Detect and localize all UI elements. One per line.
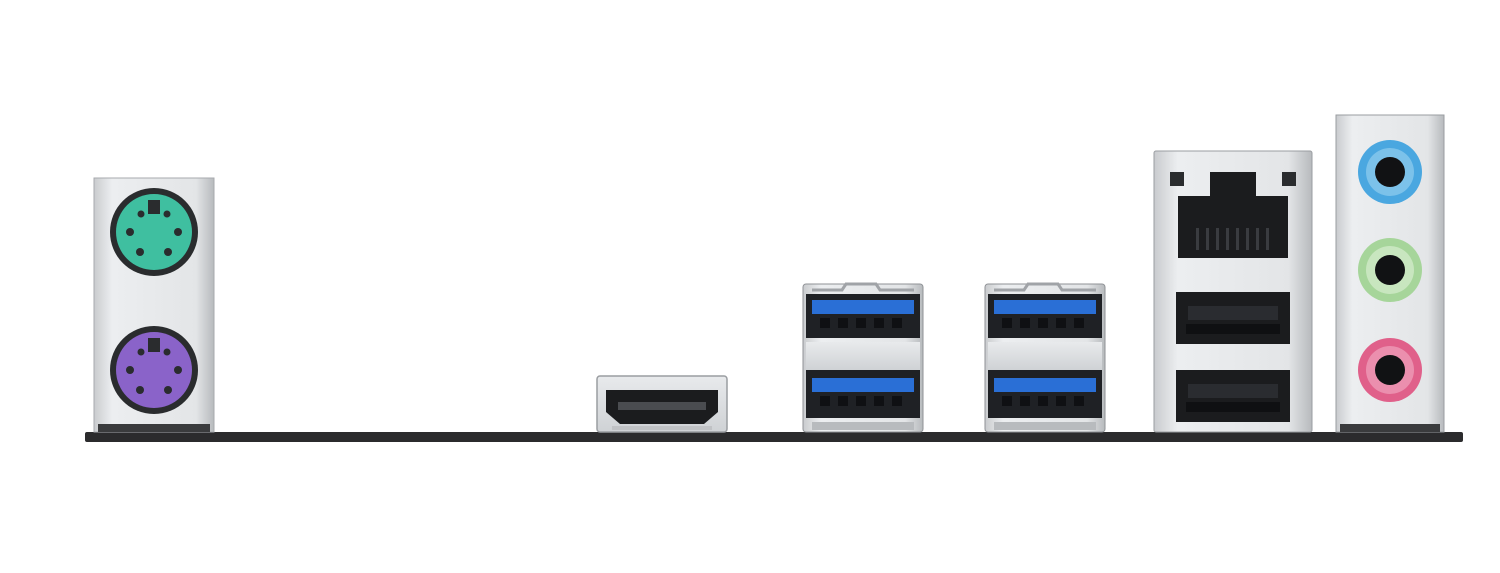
- usb2-port-top: [1176, 292, 1290, 344]
- audio-jack-green: [1358, 238, 1422, 302]
- audio-jack-blue: [1358, 140, 1422, 204]
- usb3-stack-2: [984, 282, 1106, 433]
- rj45-port: [1170, 172, 1296, 258]
- ps2-port-purple: [110, 326, 198, 414]
- audio-jack-pink: [1358, 338, 1422, 402]
- ps2-port-green: [110, 188, 198, 276]
- lan-usb2-stack: [1153, 150, 1313, 433]
- usb3-stack-1: [802, 282, 924, 433]
- usb2-port-bottom: [1176, 370, 1290, 422]
- audio-jack-block: [1335, 114, 1445, 433]
- io-shield-base-bar: [85, 432, 1463, 442]
- hdmi-port: [596, 375, 728, 433]
- ps2-port-block: [93, 177, 215, 433]
